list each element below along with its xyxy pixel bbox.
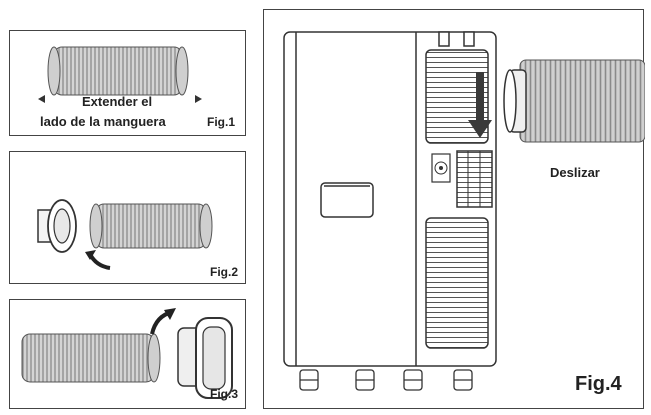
fig1-caption-line2: lado de la manguera: [40, 114, 166, 129]
fig4-callout: Deslizar: [550, 165, 600, 180]
upper-vent-grille: [425, 49, 489, 144]
rotate-arrow-icon: [85, 250, 111, 270]
lower-vent-grille: [425, 217, 489, 349]
caster-wheels-icon: [299, 369, 473, 391]
fig1-caption-line1: Extender el: [82, 94, 153, 109]
fig1-label: Fig.1: [207, 115, 236, 129]
fig3-panel: Fig.3: [9, 299, 246, 409]
fig2-illustration: [37, 199, 213, 270]
fig4-illustration: [283, 31, 645, 391]
fig4-label: Fig.4: [575, 373, 622, 395]
fig1-panel: Extender el lado de la manguera Fig.1: [9, 30, 246, 136]
fig4-panel: Deslizar Fig.4: [263, 9, 645, 409]
adapter-ring-icon: [37, 199, 77, 253]
fig1-hose-illustration: [38, 46, 202, 103]
hose-end-icon: [503, 59, 645, 143]
hose-icon: [21, 333, 161, 383]
window-adapter-icon: [177, 317, 233, 399]
fig2-panel: Fig.2: [9, 151, 246, 284]
hose-icon: [89, 203, 213, 249]
down-arrow-icon: [468, 72, 492, 138]
rotate-arrow-icon: [150, 308, 176, 335]
fan-icon: [431, 153, 451, 183]
fig2-label: Fig.2: [210, 265, 239, 279]
hose-connector-slot: [456, 150, 493, 208]
hose-icon: [47, 46, 189, 96]
fig3-illustration: [21, 308, 233, 399]
fig3-label: Fig.3: [210, 387, 239, 401]
extend-arrows-icon: [38, 95, 202, 103]
